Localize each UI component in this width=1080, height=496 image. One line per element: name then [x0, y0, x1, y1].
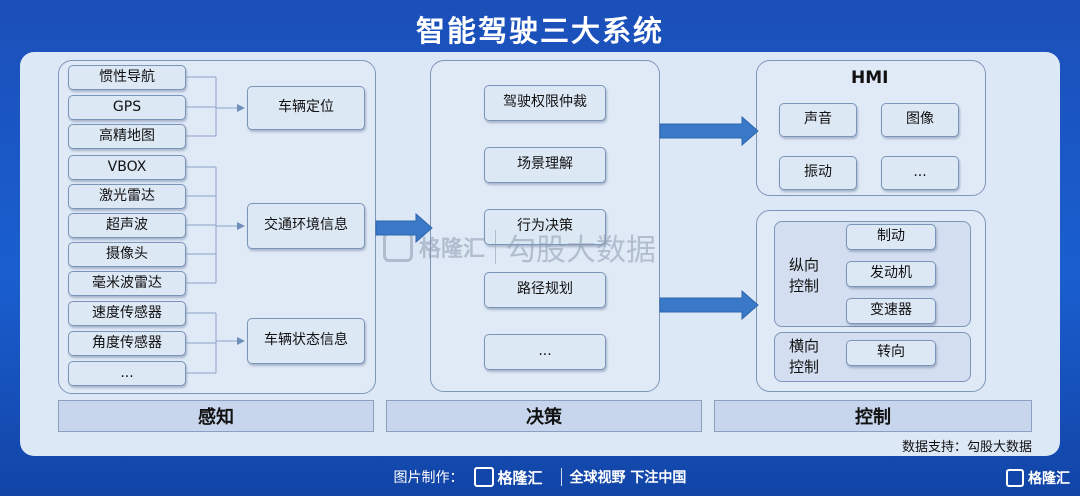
- longitudinal-control-label: 纵向控制: [788, 255, 820, 297]
- footer-made-by: 图片制作：: [393, 470, 464, 486]
- watermark-divider: [495, 230, 497, 264]
- source-note: 数据支持：勾股大数据: [902, 440, 1033, 455]
- lateral-control-label: 横向控制: [788, 336, 820, 378]
- lateral-steering: 转向: [846, 340, 936, 366]
- hmi-sound: 声音: [779, 103, 857, 137]
- hmi-more: ...: [881, 156, 959, 190]
- corner-logo-icon: [1006, 469, 1024, 487]
- footer-divider: [560, 468, 562, 486]
- input-gps: GPS: [68, 95, 186, 120]
- watermark-text: 勾股大数据: [506, 233, 657, 268]
- decision-scene-understanding: 场景理解: [484, 147, 606, 183]
- input-camera: 摄像头: [68, 242, 186, 267]
- footer: 图片制作： 格隆汇 全球视野 下注中国: [0, 460, 1080, 494]
- corner-logo: 格隆汇: [1006, 468, 1070, 488]
- longitudinal-brake: 制动: [846, 224, 936, 250]
- longitudinal-engine: 发动机: [846, 261, 936, 287]
- arrow-decision-to-hmi: [659, 115, 759, 147]
- perception-bar: 感知: [58, 400, 374, 432]
- input-vbox: VBOX: [68, 155, 186, 180]
- footer-logo: 格隆汇: [473, 467, 543, 488]
- corner-brand: 格隆汇: [1028, 471, 1070, 487]
- footer-brand: 格隆汇: [497, 468, 543, 487]
- decision-path-planning: 路径规划: [484, 272, 606, 308]
- input-inertial-navigation: 惯性导航: [68, 65, 186, 90]
- lateral-control-text: 横向控制: [788, 337, 819, 376]
- longitudinal-control-text: 纵向控制: [788, 256, 819, 295]
- input-hd-map: 高精地图: [68, 124, 186, 149]
- output-traffic-environment: 交通环境信息: [247, 203, 365, 249]
- page-title: 智能驾驶三大系统: [415, 14, 664, 48]
- output-vehicle-state: 车辆状态信息: [247, 318, 365, 364]
- decision-behavior-decision: 行为决策: [484, 209, 606, 245]
- decision-bar: 决策: [386, 400, 702, 432]
- output-vehicle-location: 车辆定位: [247, 86, 365, 130]
- hmi-vibration: 振动: [779, 156, 857, 190]
- input-angle-sensor: 角度传感器: [68, 331, 186, 356]
- input-speed-sensor: 速度传感器: [68, 301, 186, 326]
- hmi-title: HMI: [851, 68, 889, 88]
- footer-slogan: 全球视野 下注中国: [569, 470, 687, 486]
- input-more: ...: [68, 361, 186, 386]
- hmi-image: 图像: [881, 103, 959, 137]
- input-ultrasonic: 超声波: [68, 213, 186, 238]
- brand-logo-icon: [473, 467, 494, 487]
- control-bar: 控制: [714, 400, 1032, 432]
- watermark-brand: 格隆汇: [419, 237, 486, 262]
- longitudinal-transmission: 变速器: [846, 298, 936, 324]
- decision-authority-arbitration: 驾驶权限仲裁: [484, 85, 606, 121]
- arrow-perception-to-decision: [375, 212, 433, 244]
- decision-more: ...: [484, 334, 606, 370]
- arrow-decision-to-motion-control: [659, 289, 759, 321]
- input-lidar: 激光雷达: [68, 184, 186, 209]
- watermark: 格隆汇 勾股大数据: [383, 225, 656, 269]
- input-mmwave-radar: 毫米波雷达: [68, 271, 186, 296]
